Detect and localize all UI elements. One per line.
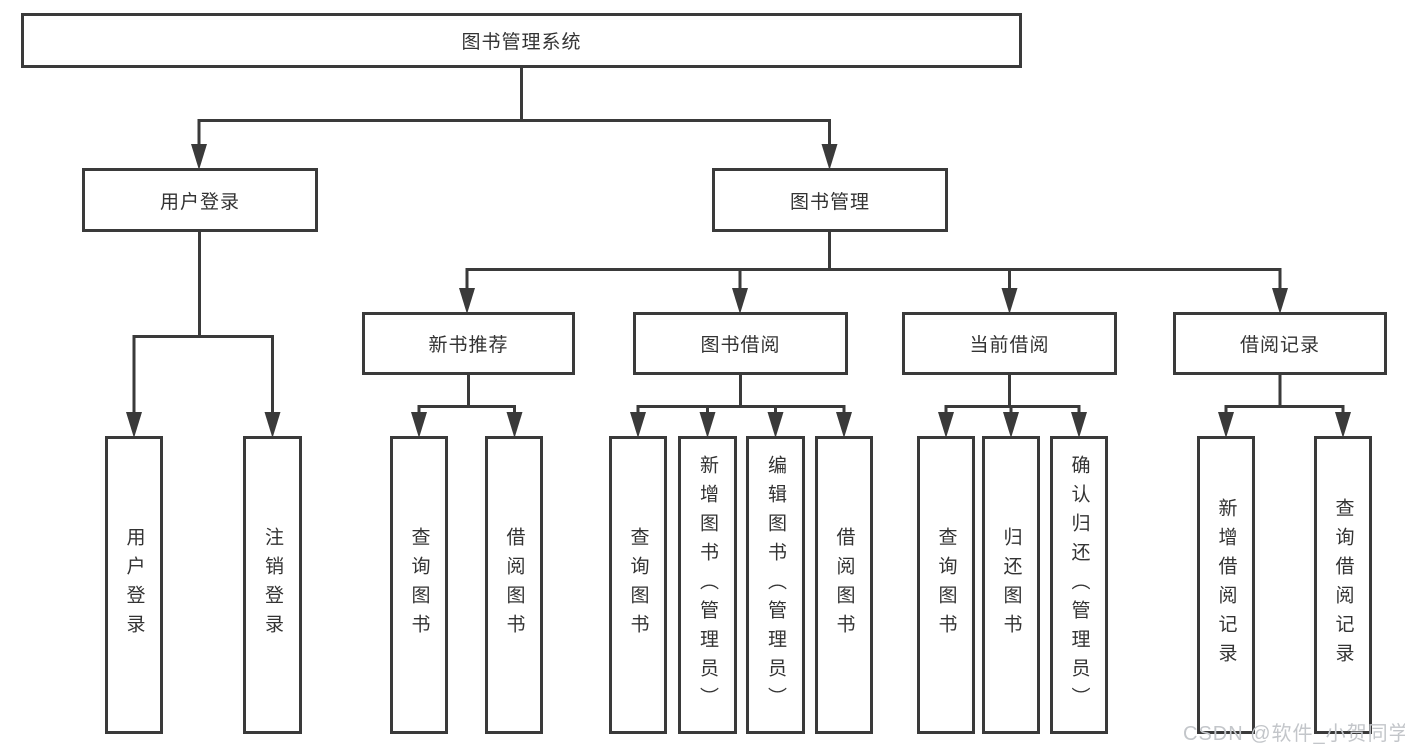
- leaf-current-query-books-label: 查询图书: [935, 527, 957, 643]
- arrowhead-icon: [938, 412, 954, 438]
- leaf-current-confirm-return: 确认归还（管理员）: [1050, 436, 1108, 734]
- arrowhead-icon: [821, 144, 838, 170]
- leaf-rec-query-books-label: 查询图书: [408, 527, 430, 643]
- arrowhead-icon: [411, 412, 427, 438]
- arrowhead-icon: [126, 412, 142, 438]
- node-new-book-recommendation-label: 新书推荐: [428, 335, 509, 356]
- node-user-login: 用户登录: [82, 168, 318, 232]
- node-current-borrowing: 当前借阅: [902, 312, 1117, 375]
- leaf-rec-borrow-books-label: 借阅图书: [503, 527, 525, 643]
- leaf-records-query-record: 查询借阅记录: [1314, 436, 1372, 734]
- node-root: 图书管理系统: [21, 13, 1022, 68]
- node-current-borrowing-label: 当前借阅: [969, 335, 1050, 356]
- arrowhead-icon: [836, 412, 852, 438]
- arrowhead-icon: [767, 412, 784, 438]
- arrowhead-icon: [699, 412, 716, 438]
- node-user-login-label: 用户登录: [159, 191, 240, 213]
- leaf-borrowing-query-books: 查询图书: [609, 436, 667, 734]
- node-book-borrowing-label: 图书借阅: [700, 335, 781, 356]
- leaf-current-query-books: 查询图书: [917, 436, 975, 734]
- node-borrowing-records-label: 借阅记录: [1239, 335, 1320, 356]
- leaf-user-login-label: 用户登录: [123, 527, 145, 643]
- leaf-borrowing-add-books: 新增图书（管理员）: [678, 436, 737, 734]
- leaf-current-return-books-label: 归还图书: [1000, 527, 1022, 643]
- node-borrowing-records: 借阅记录: [1173, 312, 1387, 375]
- arrowhead-icon: [459, 288, 475, 314]
- arrowhead-icon: [732, 288, 748, 314]
- leaf-borrowing-borrow-books-label: 借阅图书: [833, 527, 855, 643]
- arrowhead-icon: [1001, 288, 1018, 314]
- node-new-book-recommendation: 新书推荐: [362, 312, 575, 375]
- arrowhead-icon: [1218, 412, 1234, 438]
- leaf-borrowing-query-books-label: 查询图书: [627, 527, 649, 643]
- arrowhead-icon: [1335, 412, 1351, 438]
- node-book-borrowing: 图书借阅: [633, 312, 848, 375]
- leaf-user-login: 用户登录: [105, 436, 163, 734]
- arrowhead-icon: [1003, 412, 1019, 438]
- leaf-borrowing-borrow-books: 借阅图书: [815, 436, 873, 734]
- arrowhead-icon: [506, 412, 523, 438]
- arrowhead-icon: [264, 412, 281, 438]
- leaf-records-add-record-label: 新增借阅记录: [1215, 498, 1237, 672]
- leaf-rec-borrow-books: 借阅图书: [485, 436, 543, 734]
- csdn-watermark: CSDN @软件_小贺同学: [1183, 723, 1405, 745]
- leaf-records-query-record-label: 查询借阅记录: [1332, 498, 1354, 672]
- leaf-logout-label: 注销登录: [262, 527, 283, 643]
- leaf-borrowing-add-books-label: 新增图书（管理员）: [697, 454, 718, 716]
- leaf-borrowing-edit-books-label: 编辑图书（管理员）: [765, 454, 786, 716]
- node-book-management: 图书管理: [712, 168, 948, 232]
- leaf-rec-query-books: 查询图书: [390, 436, 448, 734]
- arrowhead-icon: [1272, 288, 1288, 314]
- arrowhead-icon: [1071, 412, 1087, 438]
- node-book-management-label: 图书管理: [789, 191, 870, 213]
- arrowhead-icon: [630, 412, 646, 438]
- leaf-logout: 注销登录: [243, 436, 302, 734]
- leaf-borrowing-edit-books: 编辑图书（管理员）: [746, 436, 805, 734]
- leaf-current-confirm-return-label: 确认归还（管理员）: [1068, 454, 1090, 716]
- leaf-records-add-record: 新增借阅记录: [1197, 436, 1255, 734]
- arrowhead-icon: [191, 144, 207, 170]
- leaf-current-return-books: 归还图书: [982, 436, 1040, 734]
- node-root-label: 图书管理系统: [461, 32, 582, 53]
